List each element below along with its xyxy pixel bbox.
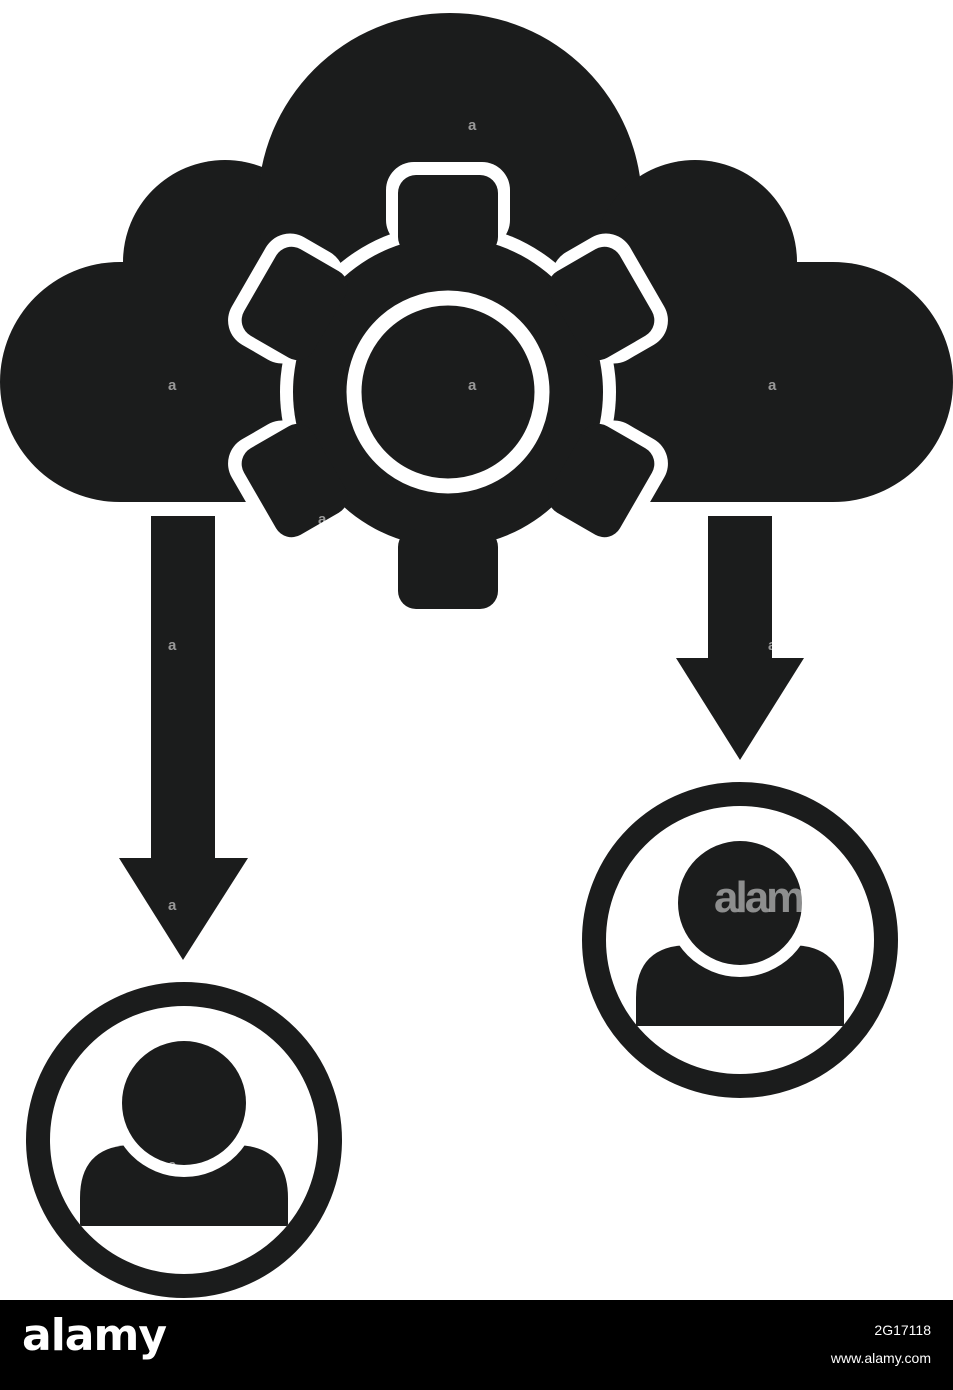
- watermark-mark: a: [768, 637, 777, 654]
- watermark-mark: a: [168, 897, 177, 914]
- watermark-mark: a: [168, 637, 177, 654]
- watermark-mark: a: [318, 511, 327, 528]
- gear-hub: [346, 290, 550, 494]
- watermark-mark: a: [168, 377, 177, 394]
- arrow-down-icon: [676, 516, 804, 760]
- watermark-mark: a: [468, 377, 477, 394]
- watermark-mark: a: [168, 1157, 177, 1174]
- user-avatar-icon: [582, 782, 898, 1098]
- watermark-logo: alam: [714, 873, 805, 922]
- brand-logo: alamy: [22, 1310, 167, 1361]
- site-url-label: www.alamy.com: [830, 1350, 931, 1366]
- gear-icon: [228, 162, 668, 622]
- watermark-mark: a: [768, 377, 777, 394]
- cloud-computing-illustration: [0, 13, 953, 1298]
- footer-bar: alamy 2G17118 www.alamy.com: [0, 1300, 953, 1390]
- user-avatar-icon: [26, 982, 342, 1298]
- arrow-down-icon: [119, 516, 248, 960]
- image-id-label: 2G17118: [874, 1322, 931, 1338]
- watermark-mark: a: [468, 117, 477, 134]
